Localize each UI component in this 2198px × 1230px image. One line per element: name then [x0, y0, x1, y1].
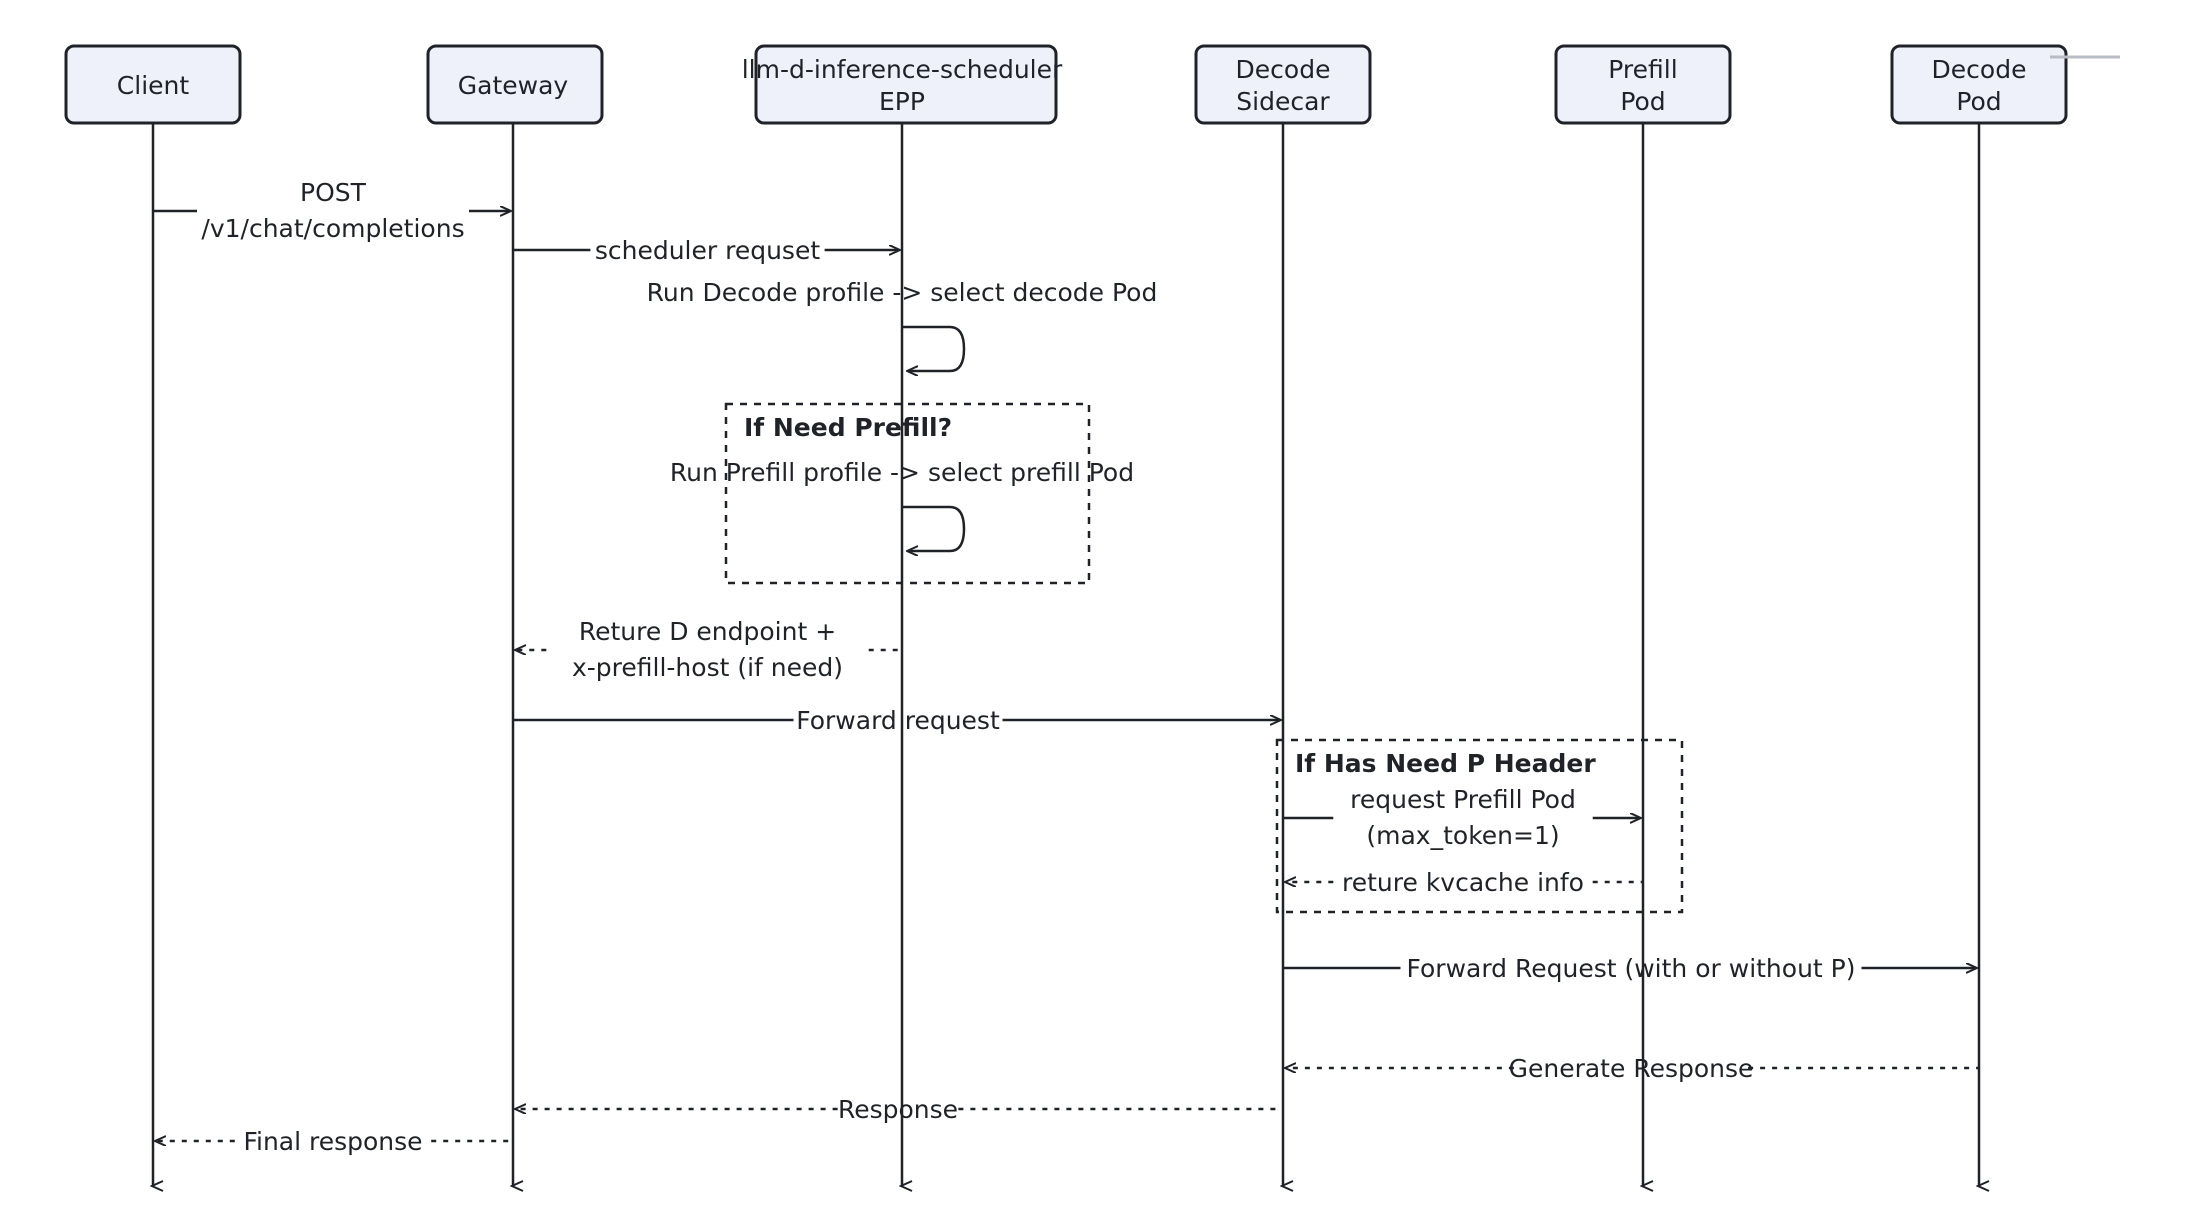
participant-label-line2: EPP: [879, 87, 925, 116]
participant-box: [1554, 44, 1732, 125]
participant-client[interactable]: Client: [64, 44, 242, 125]
message-label: Run Decode profile -> select decode Pod: [647, 278, 1158, 307]
participant-box: [1890, 44, 2068, 125]
fragment-title: If Need Prefill?: [744, 413, 952, 442]
fragment-border: [1275, 738, 1684, 914]
message-m8: reture kvcache info: [1286, 868, 1643, 897]
message-m4: Run Prefill profile -> select prefill Po…: [670, 458, 1134, 551]
message-label-line2: /v1/chat/completions: [201, 214, 464, 243]
fragment-frag2: If Has Need P Header: [1275, 738, 1684, 914]
fragment-title: If Has Need P Header: [1295, 749, 1596, 778]
participant-box: [64, 44, 242, 125]
message-label: scheduler requset: [595, 236, 820, 265]
message-label-line1: Reture D endpoint +: [579, 617, 836, 646]
message-label: Forward Request (with or without P): [1407, 954, 1856, 983]
messages-group: POST/v1/chat/completions scheduler requse…: [153, 178, 1979, 1156]
participant-gateway[interactable]: Gateway: [426, 44, 604, 125]
participant-label: Gateway: [458, 71, 569, 100]
self-message-arrow: [902, 325, 966, 371]
message-m1: POST/v1/chat/completions: [153, 178, 510, 243]
participant-label-line2: Sidecar: [1236, 87, 1330, 116]
participant-label: Client: [117, 71, 190, 100]
participant-label-line1: llm-d-inference-scheduler: [742, 55, 1063, 84]
participants-group: Client Gateway llm-d-inference-schedulerEP…: [64, 44, 2068, 125]
participant-box: [426, 44, 604, 125]
participant-label-line1: Prefill: [1608, 55, 1677, 84]
message-m12: Final response: [156, 1127, 513, 1156]
participant-box: [1194, 44, 1372, 125]
fragments-group: If Need Prefill? If Has Need P Header: [724, 402, 1684, 914]
message-label: Forward request: [796, 706, 1000, 735]
fragment-border: [724, 402, 1091, 585]
message-m10: Generate Response: [1286, 1054, 1979, 1083]
message-label-line1: POST: [300, 178, 367, 207]
message-m2: scheduler requset: [513, 236, 899, 265]
message-label-line2: (max_token=1): [1366, 821, 1559, 850]
message-m3: Run Decode profile -> select decode Pod: [647, 278, 1158, 371]
message-m11: Response: [516, 1095, 1283, 1124]
message-m7: request Prefill Pod (max_token=1): [1283, 785, 1640, 850]
message-label: Final response: [243, 1127, 422, 1156]
message-label: reture kvcache info: [1342, 868, 1584, 897]
fragment-frag1: If Need Prefill?: [724, 402, 1091, 585]
message-label: Run Prefill profile -> select prefill Po…: [670, 458, 1134, 487]
message-label-line1: request Prefill Pod: [1350, 785, 1576, 814]
participant-label-line1: Decode: [1236, 55, 1331, 84]
participant-label-line2: Pod: [1620, 87, 1665, 116]
participant-label-line2: Pod: [1956, 87, 2001, 116]
message-m9: Forward Request (with or without P): [1283, 954, 1976, 983]
lifelines-group: [153, 123, 1979, 1186]
message-label: Generate Response: [1509, 1054, 1754, 1083]
participant-box: [754, 44, 1058, 125]
self-message-arrow: [902, 505, 966, 551]
message-m5: Reture D endpoint + x-prefill-host (if ne…: [516, 617, 902, 682]
message-label: Response: [838, 1095, 958, 1124]
message-label-line2: x-prefill-host (if need): [572, 653, 843, 682]
participant-label-line1: Decode: [1932, 55, 2027, 84]
message-m6: Forward request: [513, 706, 1280, 735]
